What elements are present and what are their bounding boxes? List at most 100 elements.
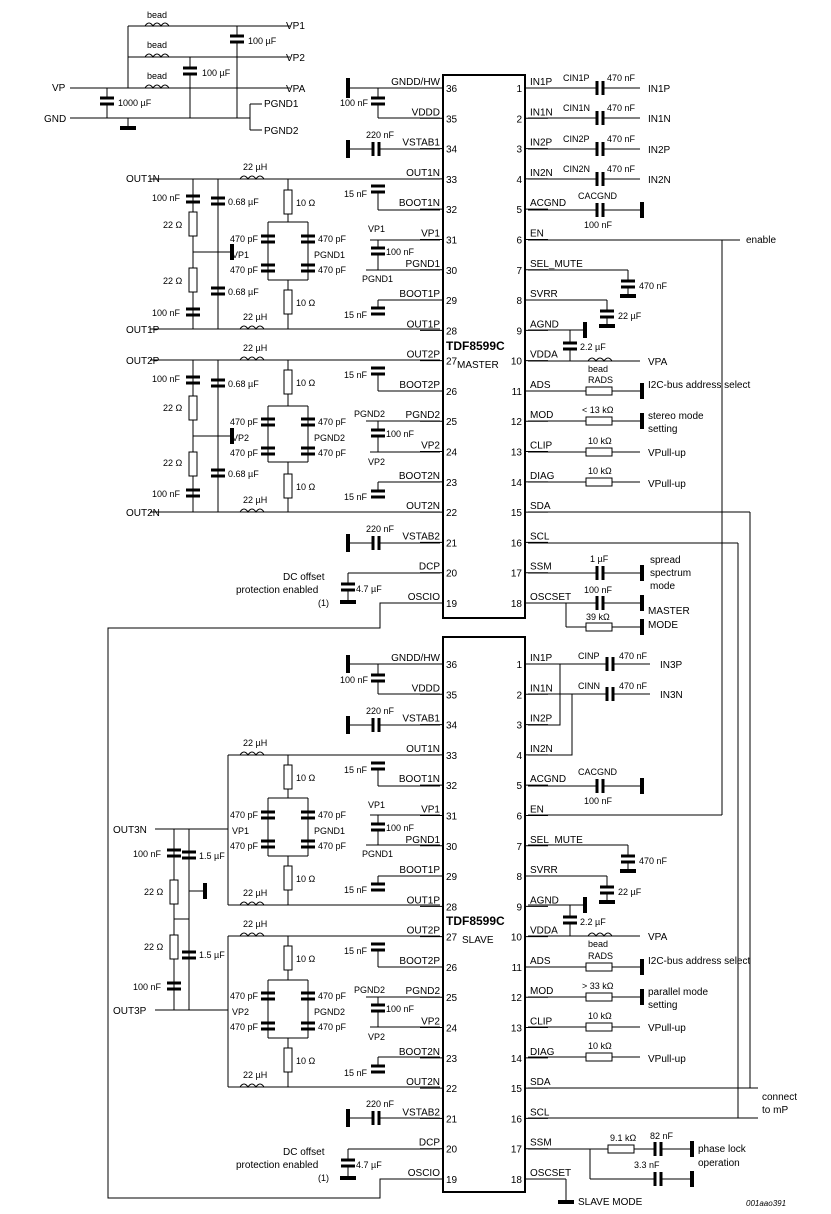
m-pin-32-number: 32	[446, 205, 458, 216]
m-pin-23-number: 23	[446, 478, 458, 489]
m-pin-31-label: VP1	[421, 228, 440, 239]
m-c470p-a: 470 pF	[230, 234, 259, 244]
s-pin-18-number: 18	[511, 1175, 523, 1186]
s-pin-8-number: 8	[516, 872, 522, 883]
m-pin-25-number: 25	[446, 417, 458, 428]
s-slave-mode: SLAVE MODE	[578, 1197, 643, 1208]
m-pin-26-label: BOOT2P	[399, 380, 440, 391]
m-pin-16-number: 16	[511, 538, 523, 549]
m-ssm-cap: 1 µF	[590, 554, 609, 564]
m-pin-29-number: 29	[446, 296, 458, 307]
m-pin-8-number: 8	[516, 296, 522, 307]
master-chip-role: MASTER	[457, 360, 499, 371]
s-c470p-d: 470 pF	[318, 841, 347, 851]
m-selmute-cap: 470 nF	[639, 281, 668, 291]
m-pin-11-label: ADS	[530, 380, 551, 391]
m-c068-d: 0.68 µF	[228, 469, 259, 479]
s-pin-3-number: 3	[516, 721, 522, 732]
m-c470p-c: 470 pF	[230, 265, 259, 275]
s-pin-25-number: 25	[446, 993, 458, 1004]
m-pin-4-number: 4	[516, 175, 522, 186]
s-pin-4-number: 4	[516, 751, 522, 762]
m-dc-note-3: (1)	[318, 598, 329, 608]
s-pin-26-number: 26	[446, 963, 458, 974]
m-in2p-net: IN2P	[648, 145, 671, 156]
m-vstab2-cap: 220 nF	[366, 524, 395, 534]
m-clip-pullup: VPull-up	[648, 448, 686, 459]
s-out3p-terminal: OUT3P	[113, 1006, 147, 1017]
s-pin-35-number: 35	[446, 690, 458, 701]
s-cinn-val: 470 nF	[619, 681, 648, 691]
m-pin-12-label: MOD	[530, 410, 553, 421]
s-c470p-f: 470 pF	[318, 991, 347, 1001]
s-pin-23-number: 23	[446, 1054, 458, 1065]
s-pin-6-label: EN	[530, 804, 544, 815]
s-cacgnd-name: CACGND	[578, 767, 618, 777]
s-c470p-g: 470 pF	[230, 1022, 259, 1032]
m-pin-31-number: 31	[446, 235, 458, 246]
m-pin-8-label: SVRR	[530, 289, 558, 300]
m-r10-a: 10 Ω	[296, 198, 316, 208]
m-pin-27-label: OUT2P	[407, 350, 441, 361]
s-clip-pullup: VPull-up	[648, 1023, 686, 1034]
m-dc-note-1: DC offset	[283, 572, 325, 583]
s-pin-22-label: OUT2N	[406, 1077, 440, 1088]
m-dcp-cap: 4.7 µF	[356, 584, 382, 594]
s-c470p-h: 470 pF	[318, 1022, 347, 1032]
m-pin-11-number: 11	[512, 387, 523, 398]
s-pin-21-label: VSTAB2	[402, 1107, 440, 1118]
m-pin-9-number: 9	[516, 326, 522, 337]
s-r10-b: 10 Ω	[296, 874, 316, 884]
m-pin-19-number: 19	[446, 599, 458, 610]
s-pin-2-number: 2	[516, 690, 522, 701]
m-vdda-cap: 2.2 µF	[580, 342, 606, 352]
s-l-out2p: 22 µH	[243, 919, 267, 929]
m-r22-d: 22 Ω	[163, 458, 183, 468]
s-pin-19-label: OSCIO	[408, 1168, 440, 1179]
m-in1p-net: IN1P	[648, 84, 671, 95]
s-pin-14-number: 14	[511, 1054, 523, 1065]
m-snub-pgnd2: PGND2	[314, 433, 345, 443]
vp1-supply-label: VP1	[286, 21, 305, 32]
s-vstab2-cap: 220 nF	[366, 1099, 395, 1109]
m-c068-b: 0.68 µF	[228, 287, 259, 297]
m-pin-2-number: 2	[516, 114, 522, 125]
s-vstab1-cap: 220 nF	[366, 706, 395, 716]
master-ic: TDF8599C MASTER	[442, 74, 526, 619]
s-pin-8-label: SVRR	[530, 865, 558, 876]
s-c470p-e: 470 pF	[230, 991, 259, 1001]
s-c15-a: 1.5 µF	[199, 851, 225, 861]
s-pin-9-number: 9	[516, 902, 522, 913]
m-pin-24-number: 24	[446, 448, 458, 459]
m-pin-18-number: 18	[511, 599, 523, 610]
m-r10-d: 10 Ω	[296, 482, 316, 492]
s-mod-note-2: setting	[648, 1000, 677, 1011]
m-pin-14-number: 14	[511, 478, 523, 489]
s-pin-22-number: 22	[446, 1084, 458, 1095]
m-ssm-note-2: spectrum	[650, 568, 691, 579]
m-pin-15-number: 15	[511, 508, 523, 519]
m-mod-note-2: setting	[648, 424, 677, 435]
s-cacgnd-val: 100 nF	[584, 796, 613, 806]
m-boot2n-cap: 15 nF	[344, 492, 368, 502]
s-pin-14-label: DIAG	[530, 1047, 555, 1058]
m-c470p-h: 470 pF	[318, 448, 347, 458]
m-pin-12-number: 12	[511, 417, 523, 428]
master-left-components: 100 nF 220 nF OUT1N 22 µH OUT1P 22 µH 10…	[107, 78, 440, 1199]
s-vp1-cap: 100 nF	[386, 823, 415, 833]
m-pgnd2-cap-label: PGND2	[354, 409, 385, 419]
s-bead-label: bead	[588, 939, 608, 949]
s-pin-5-number: 5	[516, 781, 522, 792]
m-c470p-f: 470 pF	[318, 417, 347, 427]
m-out1n-terminal: OUT1N	[126, 174, 160, 185]
s-vp2-cap-label: VP2	[368, 1032, 385, 1042]
m-pin-36-number: 36	[446, 84, 458, 95]
m-clip-res: 10 kΩ	[588, 436, 612, 446]
c1000-label: 1000 µF	[118, 98, 152, 108]
m-cin2p-name: CIN2P	[563, 134, 590, 144]
m-pin-20-label: DCP	[419, 562, 440, 573]
m-r10-c: 10 Ω	[296, 378, 316, 388]
m-pin-5-number: 5	[516, 205, 522, 216]
m-vstab1-cap: 220 nF	[366, 130, 395, 140]
